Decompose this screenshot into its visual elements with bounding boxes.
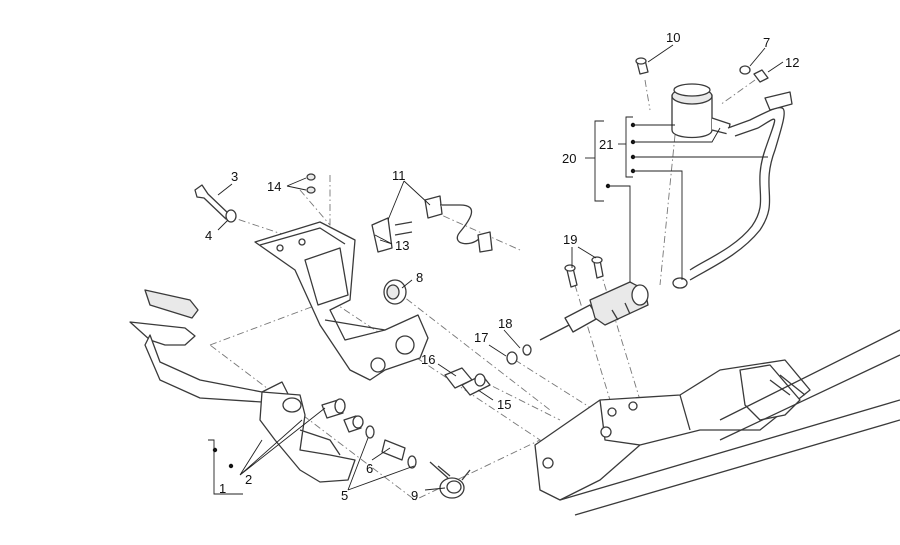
callout-11: 11 <box>392 168 406 183</box>
callout-4: 4 <box>205 228 212 243</box>
bolt-and-washer <box>194 184 237 223</box>
small-screws <box>306 173 316 194</box>
callout-6: 6 <box>366 461 373 476</box>
fluid-reservoir <box>671 83 731 139</box>
callout-1: 1 <box>219 481 226 496</box>
callout-12: 12 <box>785 55 799 70</box>
bracket-callout-21 <box>618 116 768 280</box>
callout-13: 13 <box>395 238 409 253</box>
callout-17: 17 <box>474 330 488 345</box>
return-spring <box>429 461 471 499</box>
callout-2: 2 <box>245 472 252 487</box>
callout-16: 16 <box>421 352 435 367</box>
master-cylinder <box>539 281 649 341</box>
pedal-bracket <box>254 221 429 381</box>
callout-5: 5 <box>341 488 348 503</box>
bracket-callout-1 <box>208 439 243 495</box>
callout-19: 19 <box>563 232 577 247</box>
callout-15: 15 <box>497 397 511 412</box>
washer-and-nut <box>506 344 532 365</box>
callout-8: 8 <box>416 270 423 285</box>
clevis-pins <box>444 367 491 396</box>
callout-leaders <box>217 44 784 491</box>
callout-labels: 1 2 3 4 5 6 7 8 9 10 11 12 13 14 15 16 1… <box>205 30 799 503</box>
callout-3: 3 <box>231 169 238 184</box>
bushings <box>321 398 417 469</box>
callout-14: 14 <box>267 179 281 194</box>
bracket-callout-20 <box>585 120 631 282</box>
reservoir-fasteners <box>635 57 769 83</box>
callout-18: 18 <box>498 316 512 331</box>
brake-pedal <box>129 289 356 483</box>
callout-9: 9 <box>411 488 418 503</box>
vehicle-frame <box>534 329 900 516</box>
callout-10: 10 <box>666 30 680 45</box>
callout-21: 21 <box>599 137 613 152</box>
brake-switch <box>371 195 493 253</box>
callout-7: 7 <box>763 35 770 50</box>
mounting-screws <box>564 256 604 288</box>
callout-20: 20 <box>562 151 576 166</box>
rubber-bush <box>383 279 407 305</box>
